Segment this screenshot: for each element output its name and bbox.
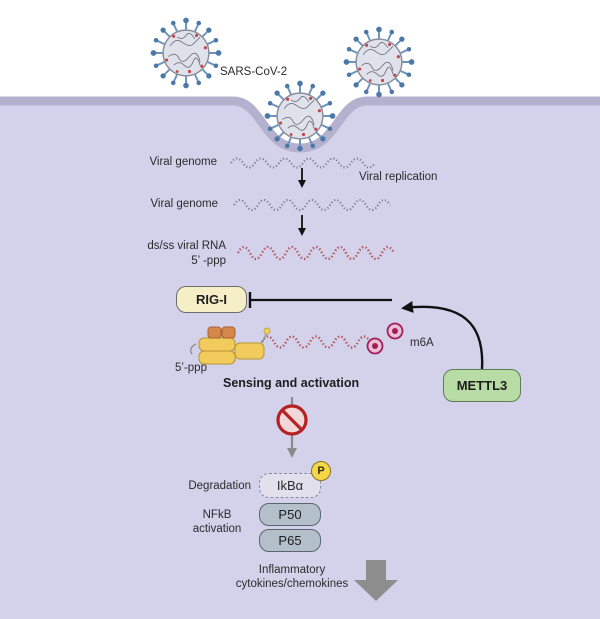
m6a-mark-2-icon [366,337,384,355]
ds-ss-rna-strand [236,245,396,261]
mettl3-arrow [401,301,484,371]
nfkb-label-line-2: activation [192,522,242,535]
m6a-label: m6A [410,337,434,349]
five-ppp-label-top: 5’ -ppp [191,255,226,267]
ds-ss-rna-label: ds/ss viral RNA [147,240,226,252]
inflammatory-label-line-1: Inflammatory [258,564,326,576]
viral-genome-label-1: Viral genome [149,156,217,168]
sensing-and-activation-label: Sensing and activation [223,376,360,390]
phospho-badge: P [311,461,331,481]
rig-i-protein: RIG-I [176,286,247,313]
ikba-protein: IkBα [259,473,321,498]
viral-genome-strand-1 [230,157,376,169]
nfkb-label-line-1: NFkB [202,509,232,521]
cytoplasm [0,101,600,619]
virion-2-icon [342,25,416,99]
p50-protein: P50 [259,503,321,526]
nfkb-activation-label: NFkB activation [186,509,248,537]
degradation-label: Degradation [188,480,251,492]
inflammatory-label: Inflammatory cytokines/chemokines [232,564,352,592]
cytokine-output-arrow [354,560,398,601]
p65-protein: P65 [259,529,321,552]
virion-1-icon [149,16,223,90]
viral-genome-label-2: Viral genome [150,198,218,210]
virus-label: SARS-CoV-2 [220,66,288,78]
mettl3-protein: METTL3 [443,369,521,402]
rig-i-domains-icon [189,326,271,365]
inflammatory-label-line-2: cytokines/chemokines [235,577,349,590]
five-ppp-label-bottom: 5’-ppp [175,362,207,374]
rig-i-bound-rna [260,335,384,349]
no-sign-icon [276,404,308,436]
m6a-mark-1-icon [386,322,404,340]
viral-replication-label: Viral replication [359,171,438,183]
